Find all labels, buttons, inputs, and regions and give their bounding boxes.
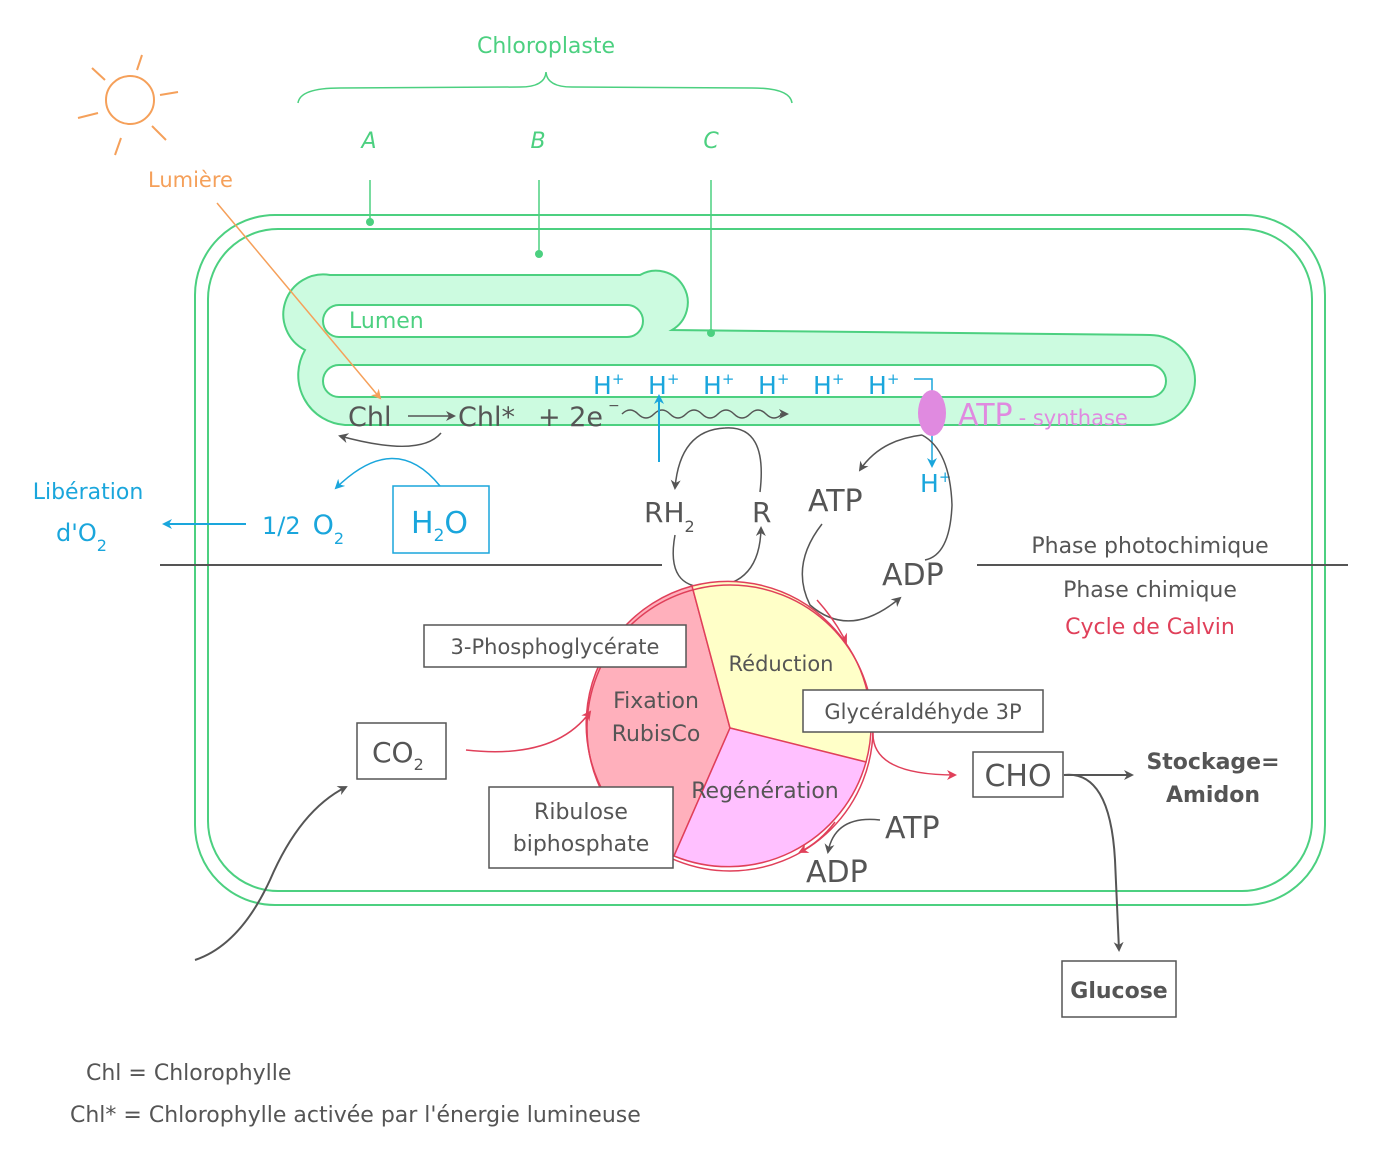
thylakoid bbox=[282, 269, 1196, 426]
liberation-label: Libération bbox=[33, 480, 144, 505]
pointer-b-dot bbox=[535, 250, 543, 258]
lumen-upper bbox=[322, 304, 644, 338]
electron-transfer-wave bbox=[621, 409, 783, 419]
lumen-label: Lumen bbox=[349, 309, 424, 334]
atp-to-calvin-arrow bbox=[816, 599, 847, 644]
r-label: R bbox=[752, 496, 771, 529]
reduction-label: Réduction bbox=[729, 652, 834, 676]
stockage-label: Stockage= bbox=[1146, 750, 1279, 775]
ribulose-box bbox=[488, 786, 674, 869]
chl-label: Chl bbox=[348, 402, 391, 433]
atp-bottom-arrow bbox=[824, 818, 881, 854]
legend-chl-star: Chl* = Chlorophylle activée par l'énergi… bbox=[70, 1103, 641, 1128]
glyceraldehyde-label: Glycéraldéhyde 3P bbox=[824, 700, 1021, 724]
rh2-label: RH2 bbox=[644, 496, 695, 536]
atp-synthase-label: ATP- synthase bbox=[958, 398, 1128, 433]
water-split-arrow bbox=[334, 457, 441, 490]
h-plus-3: H+ bbox=[703, 370, 734, 400]
chloroplaste-brace bbox=[297, 71, 793, 104]
chl-regeneration-arrow bbox=[338, 432, 442, 448]
h2o-box bbox=[392, 485, 490, 554]
atp-synthesis-arrow bbox=[858, 434, 923, 472]
glyceraldehyde-box bbox=[802, 689, 1044, 733]
h-plus-row: H+ H+ H+ H+ H+ H+ bbox=[593, 370, 899, 400]
h-plus-6: H+ bbox=[868, 370, 899, 400]
adp-bottom-label: ADP bbox=[806, 855, 868, 890]
atp-synthase-icon bbox=[918, 390, 946, 436]
h-plus-out: H+ bbox=[920, 468, 951, 498]
atp-label: ATP bbox=[808, 484, 863, 519]
adp-to-atp-arrow bbox=[921, 434, 953, 561]
glucose-box bbox=[1061, 960, 1177, 1018]
ribulose-label-1: Ribulose bbox=[534, 800, 628, 825]
regeneration-sector bbox=[673, 727, 867, 868]
atp-bottom-to-calvin-arrow bbox=[798, 821, 836, 853]
cycle-calvin-label: Cycle de Calvin bbox=[1065, 615, 1235, 640]
chloroplast-inner-membrane bbox=[207, 228, 1313, 892]
label-c: C bbox=[703, 129, 719, 154]
glyceraldehyde-to-cho-arrow bbox=[872, 732, 957, 780]
rh2-to-r-arrow bbox=[670, 427, 762, 493]
lumen-lower bbox=[322, 364, 1167, 398]
cho-label: CHO bbox=[984, 759, 1051, 794]
pointer-a-dot bbox=[366, 218, 374, 226]
adp-label: ADP bbox=[882, 558, 944, 593]
pointer-c-dot bbox=[707, 329, 715, 337]
h-plus-4: H+ bbox=[758, 370, 789, 400]
fixation-label: Fixation bbox=[613, 689, 699, 714]
h2o-label: H2O bbox=[411, 506, 468, 546]
plus-2e-label: + 2e bbox=[538, 402, 603, 433]
regeneration-label: Regénération bbox=[691, 779, 838, 804]
chloroplast-outer-membrane bbox=[194, 214, 1326, 906]
co2-fixation-arrow bbox=[465, 710, 592, 753]
co2-entry-arrow bbox=[194, 786, 348, 961]
chl-star-label: Chl* bbox=[458, 402, 515, 433]
ribulose-label-2: biphosphate bbox=[513, 832, 649, 857]
h-plus-2: H+ bbox=[648, 370, 679, 400]
e-minus-sup: − bbox=[608, 398, 620, 414]
phase-chimique-label: Phase chimique bbox=[1063, 578, 1237, 603]
cho-to-glucose-arrow bbox=[1063, 773, 1124, 952]
liberation-o2-label: d'O2 bbox=[56, 519, 107, 555]
atp-bottom-label: ATP bbox=[885, 811, 940, 846]
light-arrow bbox=[216, 202, 382, 400]
sun-icon bbox=[77, 54, 179, 156]
h-plus-1: H+ bbox=[593, 370, 624, 400]
glucose-label: Glucose bbox=[1070, 979, 1167, 1004]
legend-chl: Chl = Chlorophylle bbox=[86, 1061, 291, 1086]
atp-use-arrow bbox=[801, 523, 902, 622]
h-plus-5: H+ bbox=[813, 370, 844, 400]
phosphoglycerate-label: 3-Phosphoglycérate bbox=[451, 635, 660, 659]
rubisco-label: RubisCo bbox=[612, 722, 701, 747]
cho-box bbox=[972, 751, 1064, 798]
phase-photochimique-label: Phase photochimique bbox=[1031, 534, 1268, 559]
co2-box bbox=[356, 722, 447, 780]
label-a: A bbox=[359, 129, 376, 154]
lumiere-label: Lumière bbox=[148, 168, 233, 192]
chloroplaste-label: Chloroplaste bbox=[477, 34, 615, 59]
label-b: B bbox=[530, 129, 545, 154]
co2-label: CO2 bbox=[372, 736, 424, 774]
proton-out-arrow bbox=[914, 378, 937, 468]
r-to-rh2-arrow bbox=[672, 526, 766, 588]
amidon-label: Amidon bbox=[1166, 783, 1260, 808]
phosphoglycerate-box bbox=[423, 624, 687, 668]
